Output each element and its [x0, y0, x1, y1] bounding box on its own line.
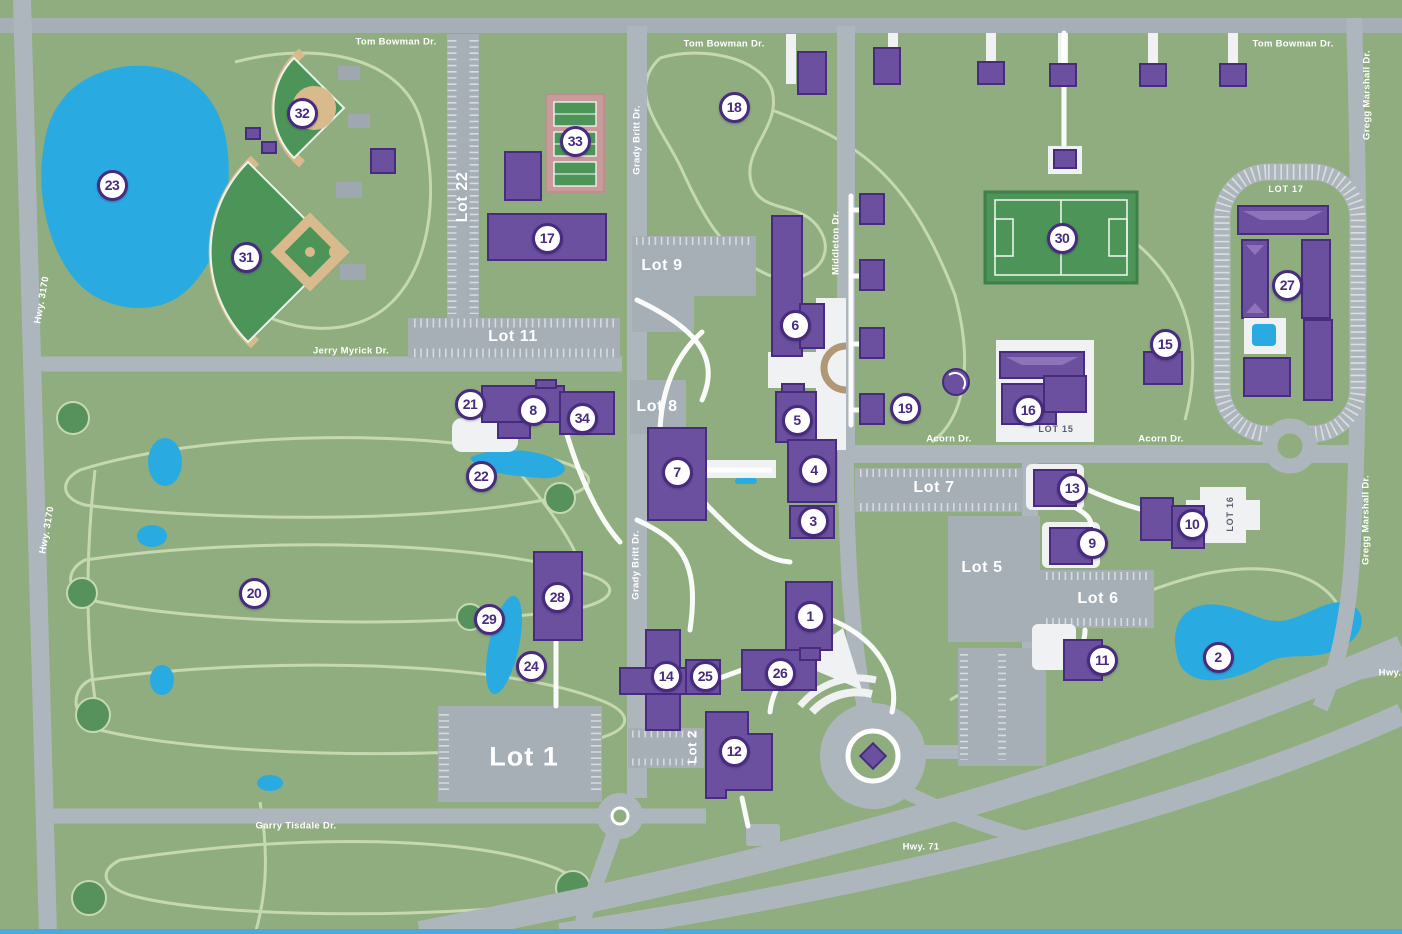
lot-label-lot-2: Lot 2: [684, 730, 700, 764]
building-marker-21[interactable]: 21: [454, 388, 486, 420]
road-label-tom-bowman-dr: Tom Bowman Dr.: [355, 36, 437, 48]
building-marker-10[interactable]: 10: [1176, 508, 1208, 540]
building-marker-32[interactable]: 32: [286, 97, 318, 129]
building-marker-2[interactable]: 2: [1202, 641, 1234, 673]
road-hwy71-north: [417, 636, 1402, 934]
building-marker-25[interactable]: 25: [689, 660, 721, 692]
service-pad: [746, 824, 780, 846]
building-27-east: [1301, 239, 1331, 319]
lot-label-lot-6: Lot 6: [1077, 590, 1119, 607]
building-marker-13[interactable]: 13: [1056, 472, 1088, 504]
building-marker-23[interactable]: 23: [96, 169, 128, 201]
building-marker-14[interactable]: 14: [650, 660, 682, 692]
road-label-acorn-dr: Acorn Dr.: [1138, 433, 1184, 445]
lot-label-lot-15: LOT 15: [1038, 424, 1074, 434]
building-marker-20[interactable]: 20: [238, 577, 270, 609]
building-marker-28[interactable]: 28: [541, 581, 573, 613]
road-label-jerry-myrick-dr: Jerry Myrick Dr.: [312, 345, 390, 357]
building-marker-31[interactable]: 31: [230, 241, 262, 273]
lake-23: [41, 65, 229, 309]
pool: [1252, 324, 1276, 346]
road-label-acorn-dr: Acorn Dr.: [926, 433, 972, 445]
lot-label-lot-11: Lot 11: [488, 328, 538, 345]
courtyard-arc: [820, 342, 847, 394]
lot-7: [855, 468, 1023, 512]
building-marker-18[interactable]: 18: [718, 91, 750, 123]
lot-2: [628, 728, 704, 768]
building-marker-26[interactable]: 26: [764, 657, 796, 689]
lot-label-lot-22: Lot 22: [454, 171, 471, 223]
lot-label-lot-1: Lot 1: [489, 741, 559, 772]
building-10a: [1140, 497, 1174, 541]
building-marker-4[interactable]: 4: [798, 454, 830, 486]
roundabout-monument: [858, 741, 888, 771]
lot-label-lot-16: LOT 16: [1225, 496, 1235, 532]
building-marker-7[interactable]: 7: [661, 456, 693, 488]
building-marker-3[interactable]: 3: [797, 505, 829, 537]
road-label-hwy-71: Hwy. 71: [902, 841, 940, 853]
building-27-southeast: [1303, 319, 1333, 401]
lot-label-lot-17: LOT 17: [1268, 184, 1304, 194]
road-label-tom-bowman-dr: Tom Bowman Dr.: [683, 38, 765, 50]
building-marker-6[interactable]: 6: [779, 309, 811, 341]
building-marker-24[interactable]: 24: [515, 650, 547, 682]
building-marker-19[interactable]: 19: [889, 392, 921, 424]
building-18-area: [797, 51, 827, 95]
lot-label-lot-5: Lot 5: [961, 559, 1003, 576]
fountain: [735, 478, 757, 484]
building-marker-34[interactable]: 34: [566, 402, 598, 434]
amphitheatre: [809, 688, 873, 715]
road-hwy-3170: [13, 0, 57, 934]
building-marker-8[interactable]: 8: [517, 394, 549, 426]
road-hwy71-south: [558, 703, 1402, 934]
lot-label-lot-7: Lot 7: [913, 479, 955, 496]
map-edge-strip: [0, 929, 1402, 934]
road-label-gregg-marshall-dr: Gregg Marshall Dr.: [1360, 475, 1372, 565]
building-marker-15[interactable]: 15: [1149, 328, 1181, 360]
road-middleton-south: [838, 451, 874, 716]
road-label-gregg-marshall-dr: Gregg Marshall Dr.: [1361, 50, 1373, 140]
building-33-annex: [504, 151, 542, 201]
road-label-grady-britt-dr: Grady Britt Dr.: [631, 105, 643, 175]
building-marker-27[interactable]: 27: [1271, 269, 1303, 301]
building-marker-29[interactable]: 29: [473, 603, 505, 635]
road-label-middleton-dr: Middleton Dr.: [830, 210, 842, 276]
road-label-grady-britt-dr: Grady Britt Dr.: [630, 530, 642, 600]
road-hwy71-slip: [1253, 661, 1402, 705]
lot-9: [632, 236, 756, 332]
road-label-hwy: Hwy.: [1378, 667, 1402, 679]
road-gregg-marshall: [1312, 17, 1367, 712]
water-bodies: [41, 65, 1362, 791]
roundabout-main: [820, 703, 926, 809]
road-label-tom-bowman-dr: Tom Bowman Dr.: [1252, 38, 1334, 50]
building-marker-12[interactable]: 12: [718, 735, 750, 767]
building-marker-17[interactable]: 17: [531, 222, 563, 254]
lot-1: [438, 706, 602, 802]
building-marker-11[interactable]: 11: [1086, 644, 1118, 676]
building-marker-16[interactable]: 16: [1012, 394, 1044, 426]
pond-24: [486, 595, 522, 695]
building-marker-1[interactable]: 1: [794, 600, 826, 632]
building-marker-5[interactable]: 5: [781, 404, 813, 436]
lot-label-lot-8: Lot 8: [636, 398, 678, 415]
building-marker-33[interactable]: 33: [559, 125, 591, 157]
baseball-field: [208, 155, 366, 349]
building-marker-22[interactable]: 22: [465, 460, 497, 492]
lot-label-lot-9: Lot 9: [641, 257, 683, 274]
lot-5: [948, 516, 1040, 642]
road-label-garry-tisdale-dr: Garry Tisdale Dr.: [255, 820, 337, 832]
athletic-fields: [208, 48, 1139, 349]
building-27-clubhouse: [1243, 357, 1291, 397]
building-marker-9[interactable]: 9: [1076, 527, 1108, 559]
building-marker-30[interactable]: 30: [1046, 222, 1078, 254]
building-16b: [1043, 375, 1087, 413]
building-16-long: [999, 351, 1085, 379]
road-tom-bowman: [0, 18, 1402, 33]
